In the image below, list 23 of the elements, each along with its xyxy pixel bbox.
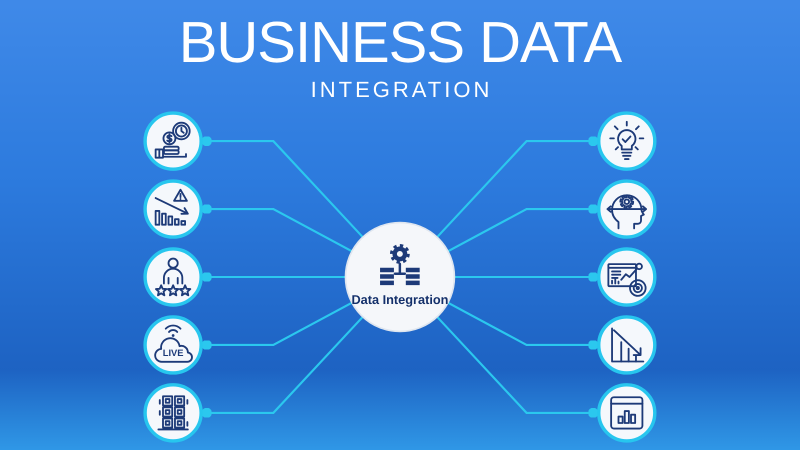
connector xyxy=(436,136,599,238)
node-circle xyxy=(597,179,657,239)
connector xyxy=(201,136,364,238)
connector xyxy=(454,272,599,282)
node-circle xyxy=(597,383,657,443)
connector xyxy=(447,204,599,252)
connector xyxy=(201,204,353,252)
node-circle xyxy=(143,247,203,307)
connector xyxy=(436,316,599,418)
node-circle xyxy=(143,179,203,239)
connector xyxy=(201,316,364,418)
node-circle xyxy=(143,111,203,171)
node-circle: LIVE xyxy=(143,315,203,375)
node-circle xyxy=(597,315,657,375)
connector xyxy=(201,302,353,350)
connector xyxy=(447,302,599,350)
connector xyxy=(201,272,346,282)
node-circle: Data Integration xyxy=(344,222,456,332)
title: BUSINESS DATA xyxy=(178,12,622,74)
node-circle xyxy=(597,247,657,307)
node-circle xyxy=(597,111,657,171)
node-circle xyxy=(143,383,203,443)
subtitle: INTEGRATION xyxy=(310,78,492,102)
